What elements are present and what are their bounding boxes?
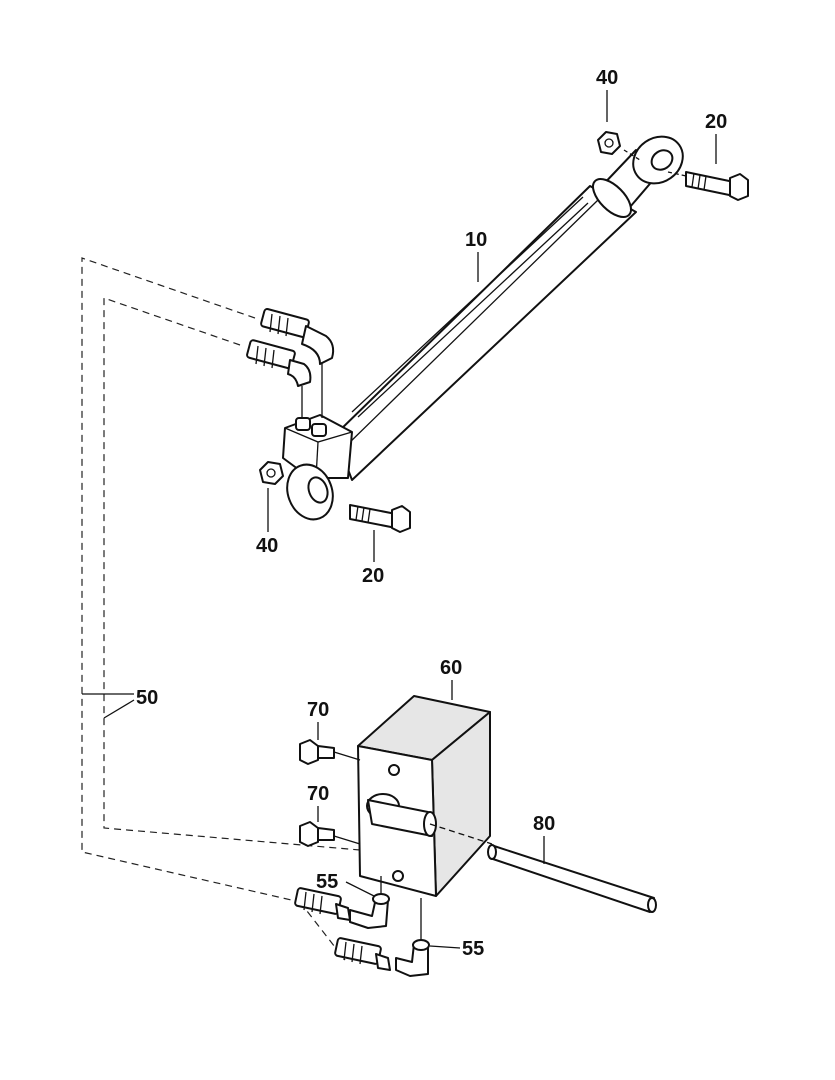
label-55-lower: 55: [462, 938, 484, 960]
nut-bottom: [259, 461, 284, 485]
label-60: 60: [440, 657, 462, 679]
hose-assembly-upper: [246, 308, 335, 418]
rod: [487, 844, 657, 913]
hose-routing-lines: [81, 257, 361, 961]
label-70-upper: 70: [307, 699, 329, 721]
label-20-bottom: 20: [362, 565, 384, 587]
label-80: 80: [533, 813, 555, 835]
bolt-bottom: [349, 504, 411, 533]
callout-80: 80: [533, 813, 555, 864]
valve-block: [357, 695, 493, 897]
label-40-bottom: 40: [256, 535, 278, 557]
label-10: 10: [465, 229, 487, 251]
callout-40-top: 40: [596, 67, 618, 122]
callout-50: 50: [82, 687, 158, 719]
callout-55-upper: 55: [316, 871, 375, 897]
callout-70-upper: 70: [307, 699, 329, 740]
port-fitting: [295, 417, 311, 431]
callout-70-lower: 70: [307, 783, 329, 822]
elbow-fitting-lower: [395, 943, 429, 977]
elbow-fitting: [287, 359, 312, 387]
label-70-lower: 70: [307, 783, 329, 805]
label-50: 50: [136, 687, 158, 709]
hose-assembly-lower: [294, 876, 430, 977]
port-fitting: [311, 423, 327, 437]
nut-top: [597, 131, 641, 161]
bolt-top: [667, 171, 749, 201]
callout-20-top: 20: [705, 111, 727, 164]
callout-20-bottom: 20: [362, 530, 384, 587]
label-20-top: 20: [705, 111, 727, 133]
callout-10: 10: [465, 229, 487, 282]
elbow-fitting-upper: [349, 897, 389, 929]
callout-55-lower: 55: [429, 938, 484, 960]
hydraulic-cylinder: [282, 135, 684, 521]
callout-60: 60: [440, 657, 462, 700]
callout-40-bottom: 40: [256, 488, 278, 557]
screw-upper: [299, 739, 361, 765]
label-40-top: 40: [596, 67, 618, 89]
screw-lower: [299, 821, 361, 847]
label-55-upper: 55: [316, 871, 338, 893]
elbow-fitting: [301, 325, 335, 365]
